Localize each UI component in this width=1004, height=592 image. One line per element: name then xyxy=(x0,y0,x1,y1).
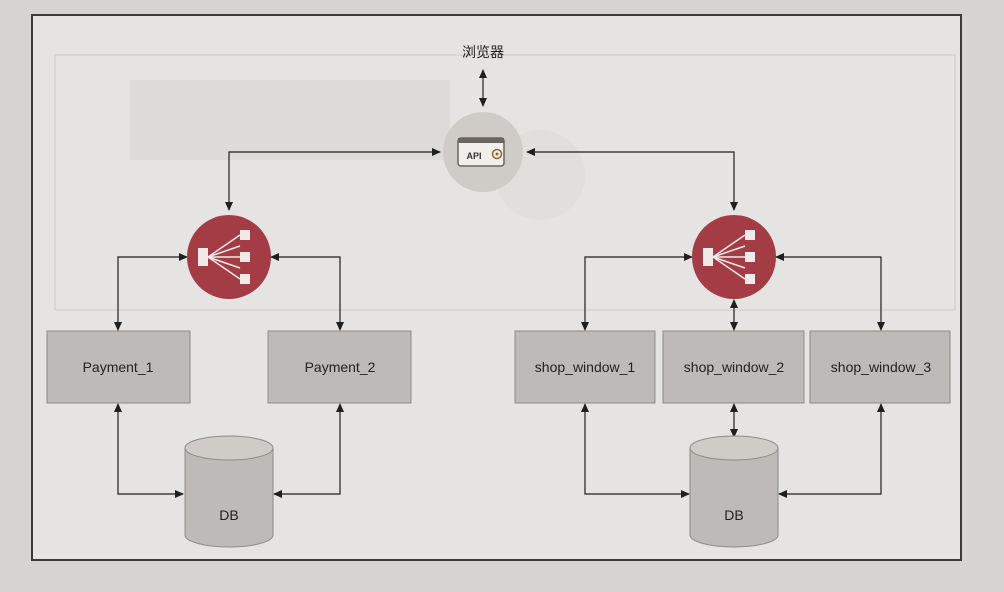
db-left-label: DB xyxy=(219,507,238,523)
arrow-shop3-db xyxy=(778,403,885,498)
shop-window-3-label: shop_window_3 xyxy=(831,359,932,375)
shop-window-1-label: shop_window_1 xyxy=(535,359,636,375)
arrow-balancer-shop3 xyxy=(775,253,885,331)
node-payment-2: Payment_2 xyxy=(267,330,412,404)
browser-label: 浏览器 xyxy=(462,44,504,60)
arrow-api-balancer-left xyxy=(225,148,441,211)
api-label: API xyxy=(466,151,481,161)
node-shop-window-3: shop_window_3 xyxy=(809,330,951,404)
arrow-balancer-payment1 xyxy=(114,253,188,331)
node-payment-1: Payment_1 xyxy=(46,330,191,404)
connections xyxy=(114,69,885,498)
arrow-balancer-shop1 xyxy=(581,253,693,331)
load-balancer-left-icon xyxy=(187,215,271,299)
database-right-icon: DB xyxy=(689,435,779,548)
arrow-payment1-db xyxy=(114,403,184,498)
payment-2-label: Payment_2 xyxy=(305,359,376,375)
arrow-api-balancer-right xyxy=(526,148,738,211)
arrow-payment2-db xyxy=(273,403,344,498)
arrow-shop1-db xyxy=(581,403,690,498)
load-balancer-right-icon xyxy=(692,215,776,299)
node-shop-window-2: shop_window_2 xyxy=(662,330,805,404)
shop-window-2-label: shop_window_2 xyxy=(684,359,785,375)
db-right-label: DB xyxy=(724,507,743,523)
node-shop-window-1: shop_window_1 xyxy=(514,330,656,404)
payment-1-label: Payment_1 xyxy=(83,359,154,375)
api-gateway-icon: API xyxy=(443,112,523,192)
database-left-icon: DB xyxy=(184,435,274,548)
arrow-balancer-payment2 xyxy=(270,253,344,331)
